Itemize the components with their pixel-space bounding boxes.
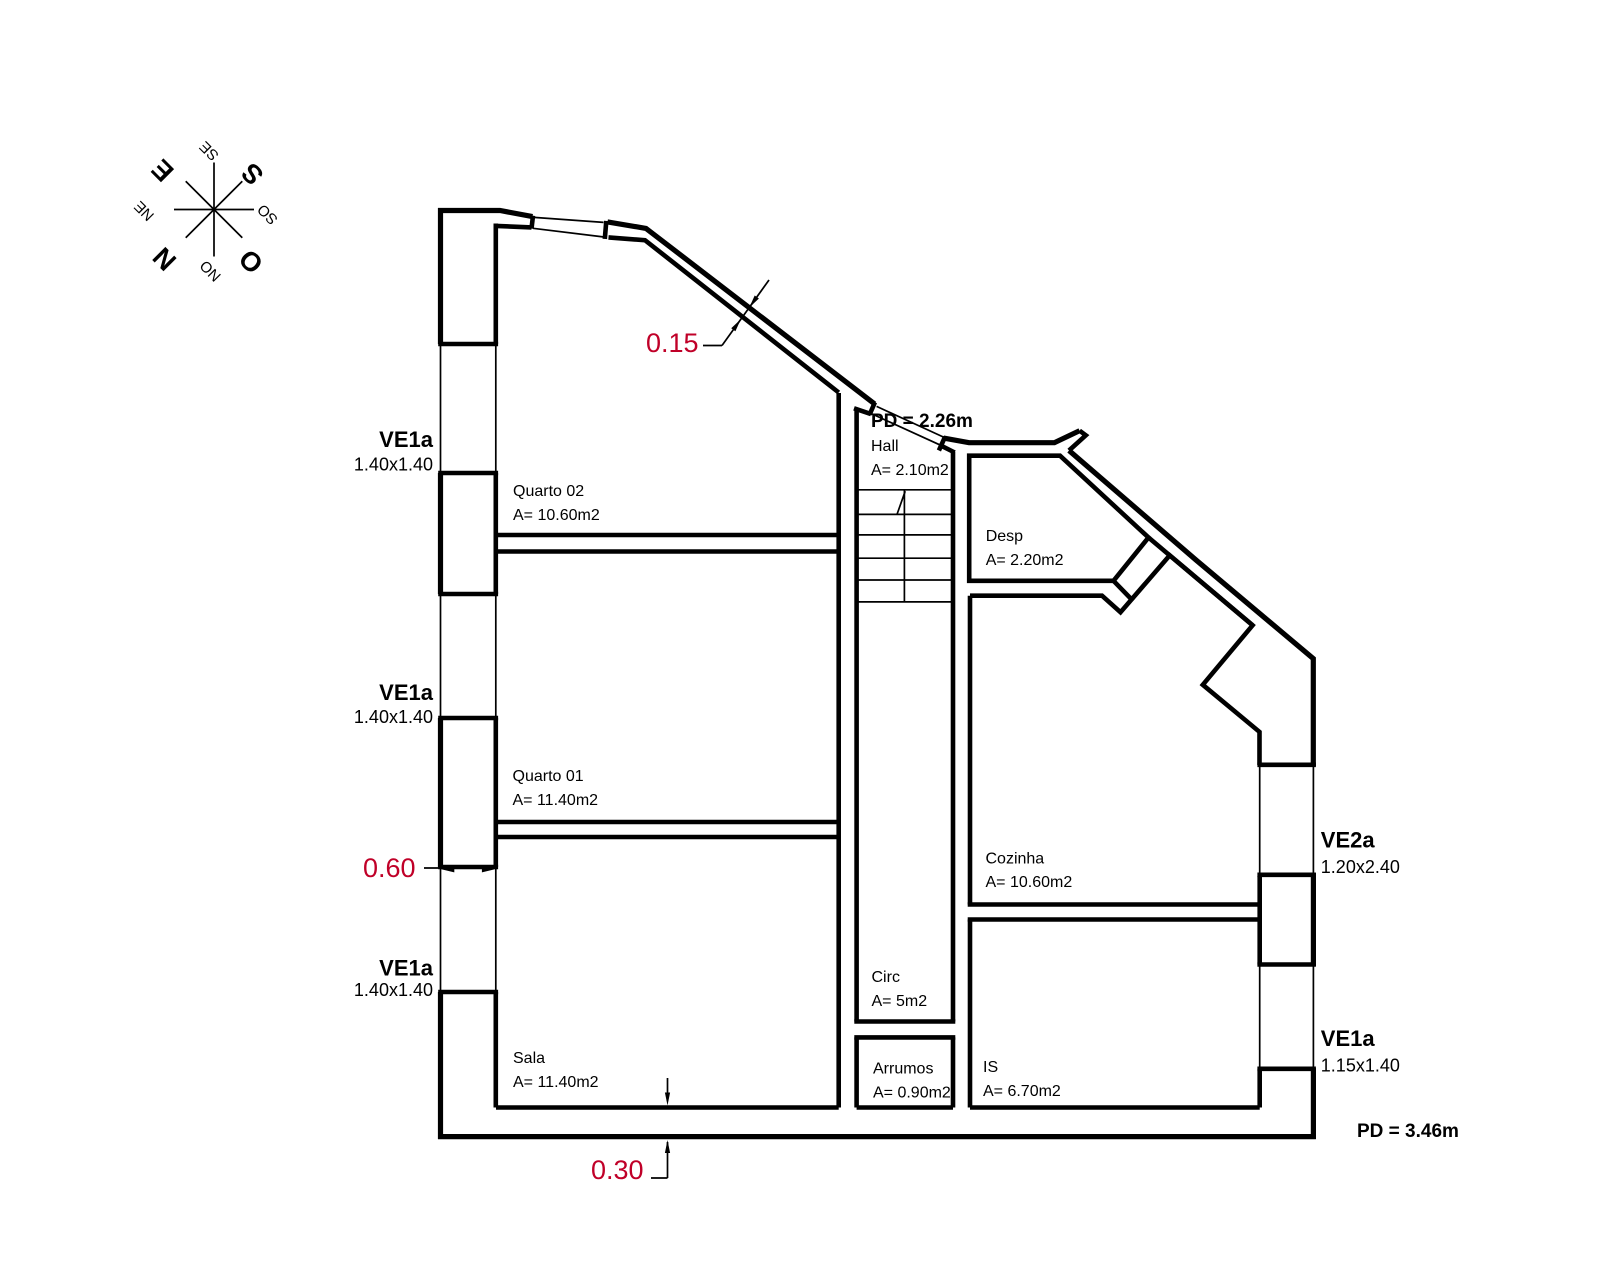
svg-text:A= 2.10m2: A= 2.10m2 [871,462,949,479]
svg-text:VE1a: VE1a [379,680,434,705]
svg-text:VE2a: VE2a [1321,828,1376,853]
svg-text:1.40x1.40: 1.40x1.40 [354,455,433,475]
svg-text:PD = 3.46m: PD = 3.46m [1357,1121,1459,1142]
svg-text:Cozinha: Cozinha [986,851,1045,868]
svg-text:A= 10.60m2: A= 10.60m2 [986,874,1073,891]
svg-text:Desp: Desp [986,528,1023,545]
svg-text:IS: IS [983,1059,998,1076]
svg-text:A= 11.40m2: A= 11.40m2 [513,792,599,809]
svg-text:PD = 2.26m: PD = 2.26m [871,411,973,432]
svg-text:0.15: 0.15 [646,328,699,358]
svg-text:A= 2.20m2: A= 2.20m2 [986,552,1064,569]
svg-text:A= 5m2: A= 5m2 [872,993,928,1010]
svg-text:Circ: Circ [872,969,900,986]
svg-text:1.15x1.40: 1.15x1.40 [1321,1056,1400,1076]
svg-text:A= 0.90m2: A= 0.90m2 [873,1085,951,1102]
svg-text:Sala: Sala [513,1050,545,1067]
svg-text:A= 6.70m2: A= 6.70m2 [983,1083,1061,1100]
svg-text:VE1a: VE1a [1321,1026,1376,1051]
svg-text:0.30: 0.30 [591,1155,644,1185]
svg-text:A= 11.40m2: A= 11.40m2 [513,1074,599,1091]
svg-text:Quarto 01: Quarto 01 [513,768,584,785]
svg-text:Hall: Hall [871,438,899,455]
svg-text:1.40x1.40: 1.40x1.40 [354,980,433,1000]
svg-text:1.20x2.40: 1.20x2.40 [1321,857,1400,877]
svg-text:Arrumos: Arrumos [873,1061,933,1078]
svg-text:Quarto 02: Quarto 02 [513,483,584,500]
svg-text:VE1a: VE1a [379,427,434,452]
svg-text:A= 10.60m2: A= 10.60m2 [513,507,600,524]
svg-text:0.60: 0.60 [363,853,416,883]
svg-text:1.40x1.40: 1.40x1.40 [354,707,433,727]
svg-text:VE1a: VE1a [379,956,434,981]
